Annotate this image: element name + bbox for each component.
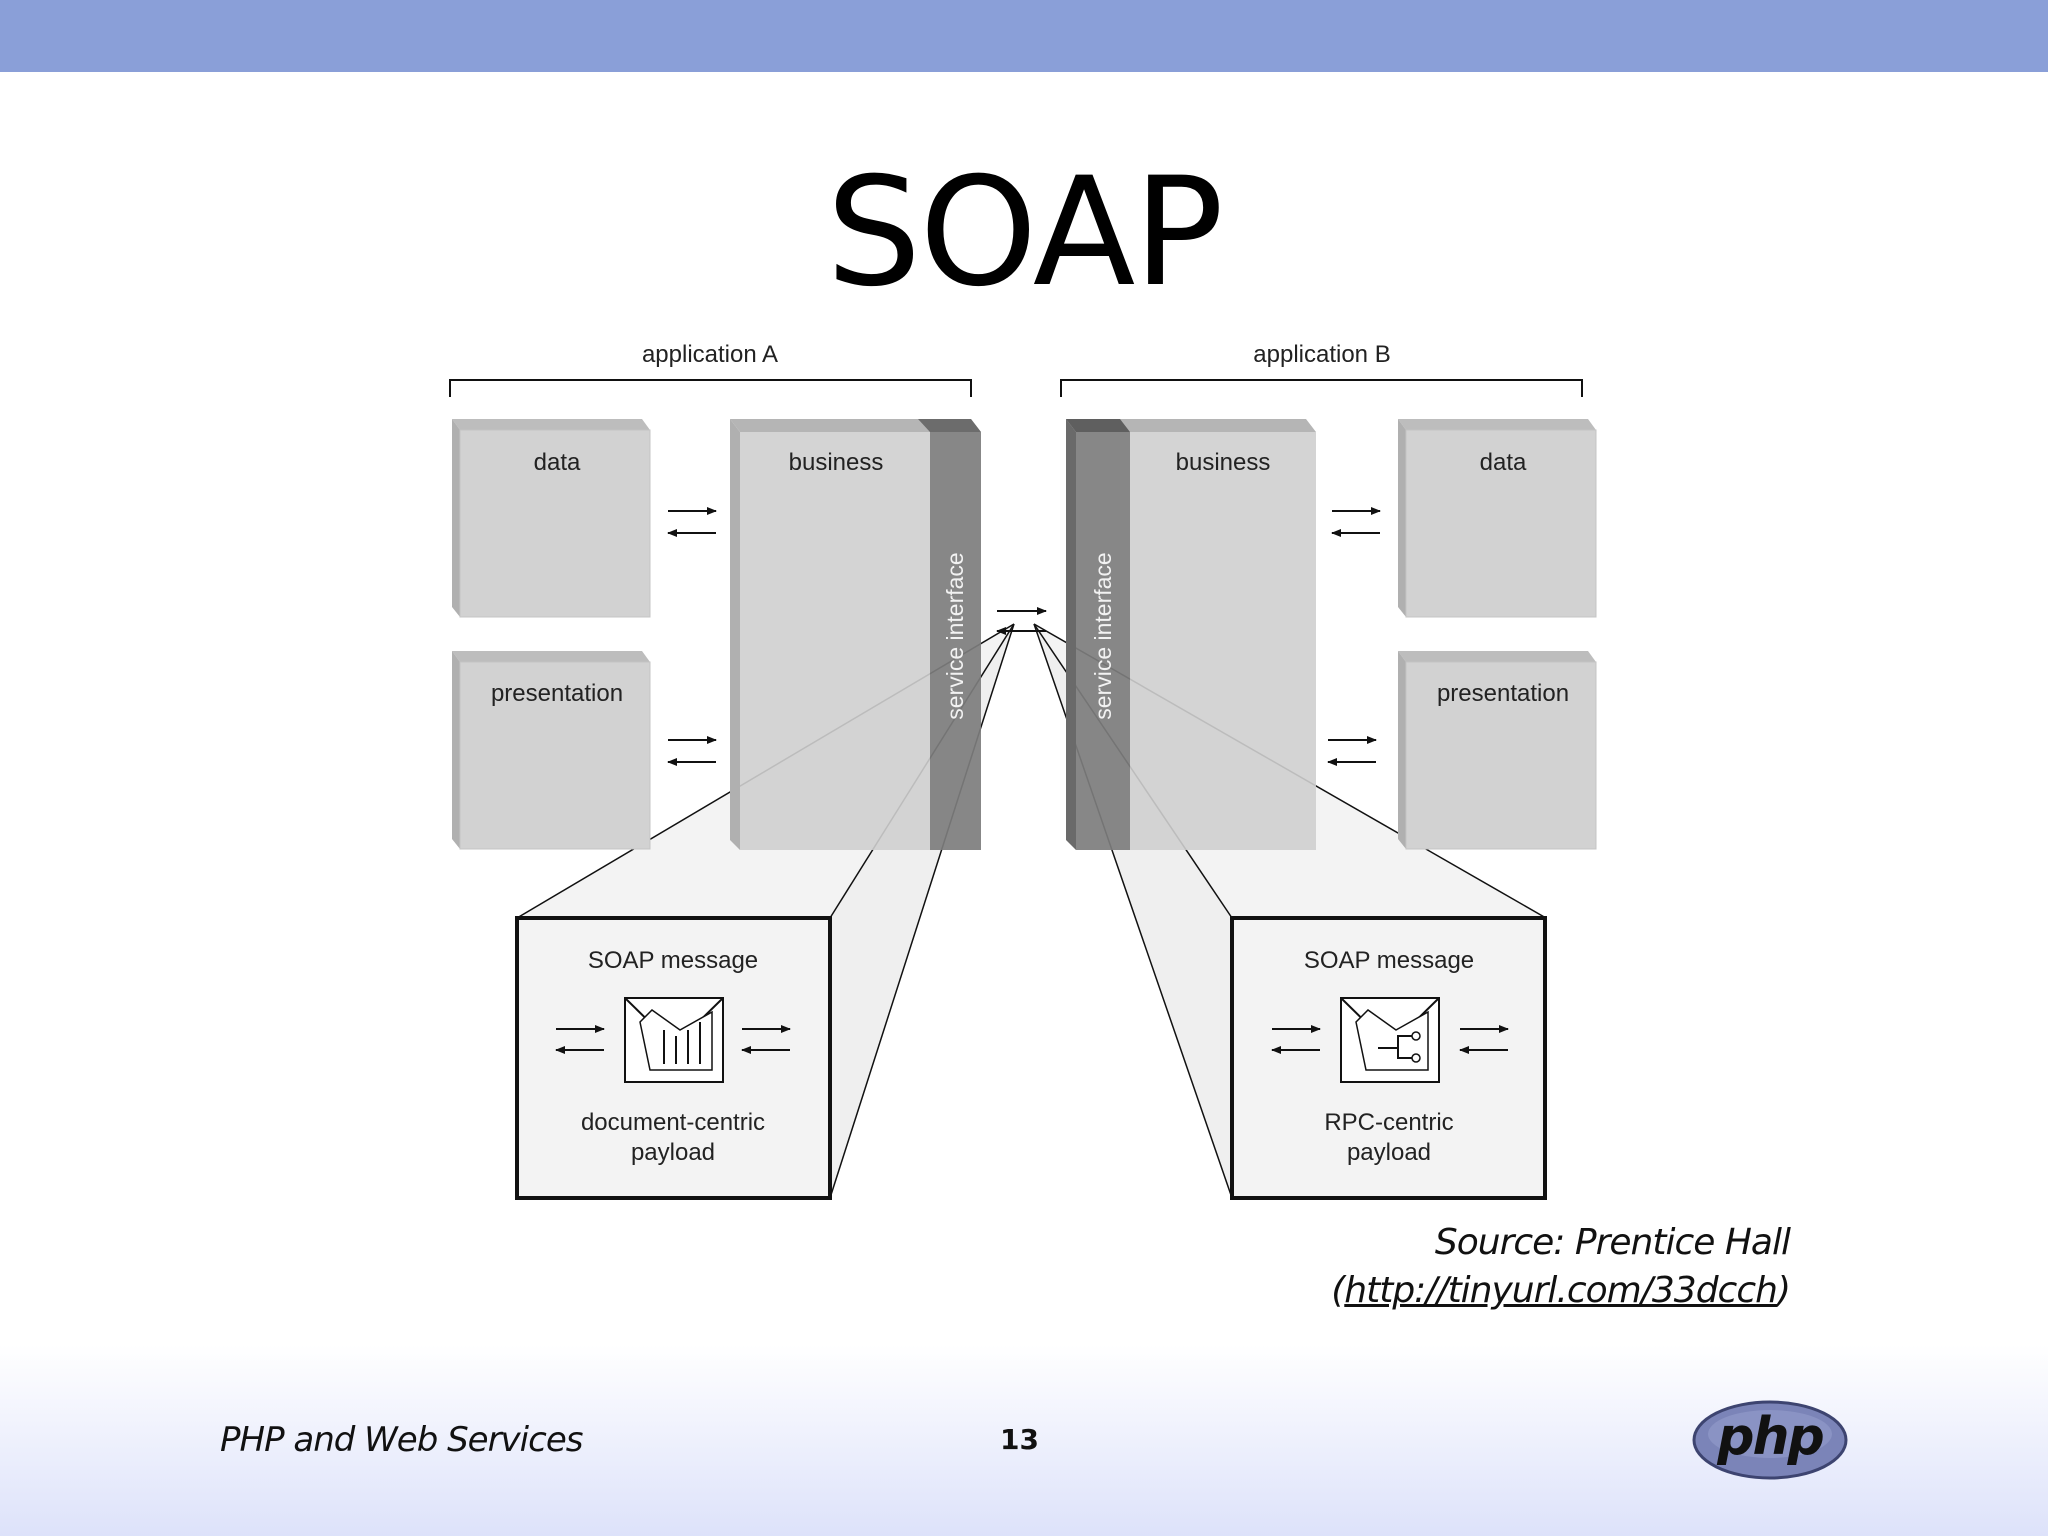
bracket-application-b: [1060, 379, 1583, 397]
envelope-document-icon: [624, 997, 724, 1083]
exchange-arrows-a-data: [667, 507, 717, 537]
label-soap-message-a: SOAP message: [588, 947, 758, 974]
exchange-arrows-message-a-left: [555, 1025, 605, 1054]
header-band: [0, 0, 2048, 72]
exchange-arrows-message-a-right: [741, 1025, 791, 1054]
label-presentation-b: presentation: [1437, 680, 1569, 707]
envelope-rpc-icon: [1340, 997, 1440, 1083]
label-data-a: data: [534, 449, 581, 476]
label-payload-b-line-1: RPC-centric: [1324, 1109, 1453, 1136]
label-service-interface-a: service interface: [942, 552, 968, 719]
source-paren-close: ): [1776, 1270, 1791, 1311]
source-paren-open: (: [1331, 1270, 1345, 1311]
box-business-b: [1066, 419, 1316, 850]
label-payload-b-line-2: payload: [1347, 1139, 1431, 1166]
service-interface-strip-a: [918, 419, 981, 850]
source-link-line: (http://tinyurl.com/33dcch): [1331, 1270, 1791, 1311]
source-credit: Source: Prentice Hall: [1434, 1222, 1791, 1263]
label-payload-a-line-1: document-centric: [581, 1109, 765, 1136]
box-data-b: [1398, 419, 1597, 618]
box-presentation-b: [1398, 651, 1597, 850]
php-logo-text: php: [1716, 1407, 1823, 1467]
exchange-arrows-center: [996, 607, 1047, 635]
label-application-b: application B: [1253, 341, 1390, 368]
exchange-arrows-message-b-left: [1271, 1025, 1321, 1054]
service-interface-strip-b: [1066, 419, 1130, 850]
exchange-arrows-a-presentation: [667, 736, 717, 766]
php-logo: php: [1692, 1400, 1848, 1480]
box-data-a: [452, 419, 651, 618]
exchange-arrows-message-b-right: [1459, 1025, 1509, 1054]
page-number: 13: [1000, 1423, 1039, 1456]
exchange-arrows-b-presentation: [1327, 736, 1377, 766]
box-business-a: [730, 419, 981, 850]
slide-title: SOAP: [826, 146, 1224, 320]
source-url-link[interactable]: http://tinyurl.com/33dcch: [1344, 1270, 1778, 1311]
label-presentation-a: presentation: [491, 680, 623, 707]
label-business-a: business: [789, 449, 884, 476]
label-soap-message-b: SOAP message: [1304, 947, 1474, 974]
label-service-interface-b: service interface: [1090, 552, 1116, 719]
footer-title: PHP and Web Services: [220, 1420, 583, 1460]
label-payload-a-line-2: payload: [631, 1139, 715, 1166]
label-data-b: data: [1480, 449, 1527, 476]
exchange-arrows-b-data: [1331, 507, 1381, 537]
label-application-a: application A: [642, 341, 778, 368]
box-presentation-a: [452, 651, 651, 850]
bracket-application-a: [449, 379, 972, 397]
label-business-b: business: [1176, 449, 1271, 476]
